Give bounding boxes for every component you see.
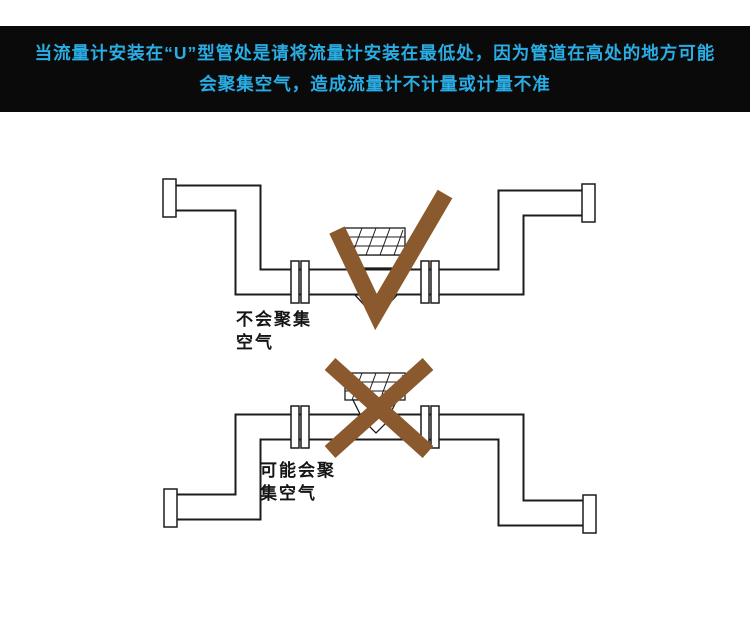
label-line-2: 空气 bbox=[236, 333, 274, 352]
pipe-diagrams bbox=[162, 178, 597, 534]
label-no-air-accumulation: 不会聚集 空气 bbox=[236, 308, 312, 354]
left-end-flange bbox=[162, 178, 177, 218]
right-end-flange bbox=[582, 494, 597, 534]
pipe-inner bbox=[176, 186, 584, 294]
label-line-2: 集空气 bbox=[260, 484, 317, 503]
label-line-1: 不会聚集 bbox=[236, 310, 312, 329]
label-may-accumulate-air: 可能会聚 集空气 bbox=[260, 459, 336, 505]
cross-mark bbox=[324, 358, 434, 458]
banner-text-line1: 当流量计安装在“U”型管处是请将流量计安装在最低处，因为管道在高处的地方可能 bbox=[34, 42, 716, 63]
right-end-flange bbox=[581, 183, 596, 223]
banner-text-line2: 会聚集空气，造成流量计不计量或计量不准 bbox=[199, 74, 551, 94]
meter-register-hatch bbox=[351, 227, 404, 256]
notice-banner: 当流量计安装在“U”型管处是请将流量计安装在最低处，因为管道在高处的地方可能 会… bbox=[0, 26, 750, 112]
left-end-flange bbox=[163, 488, 178, 528]
meter-union-flanges bbox=[290, 260, 440, 304]
diagram-correct-installation bbox=[162, 178, 596, 331]
diagram-incorrect-installation bbox=[163, 358, 597, 534]
diagram-area: 不会聚集 空气 可能会聚 集空气 bbox=[0, 112, 750, 618]
check-mark bbox=[329, 189, 453, 331]
label-line-1: 可能会聚 bbox=[260, 461, 336, 480]
